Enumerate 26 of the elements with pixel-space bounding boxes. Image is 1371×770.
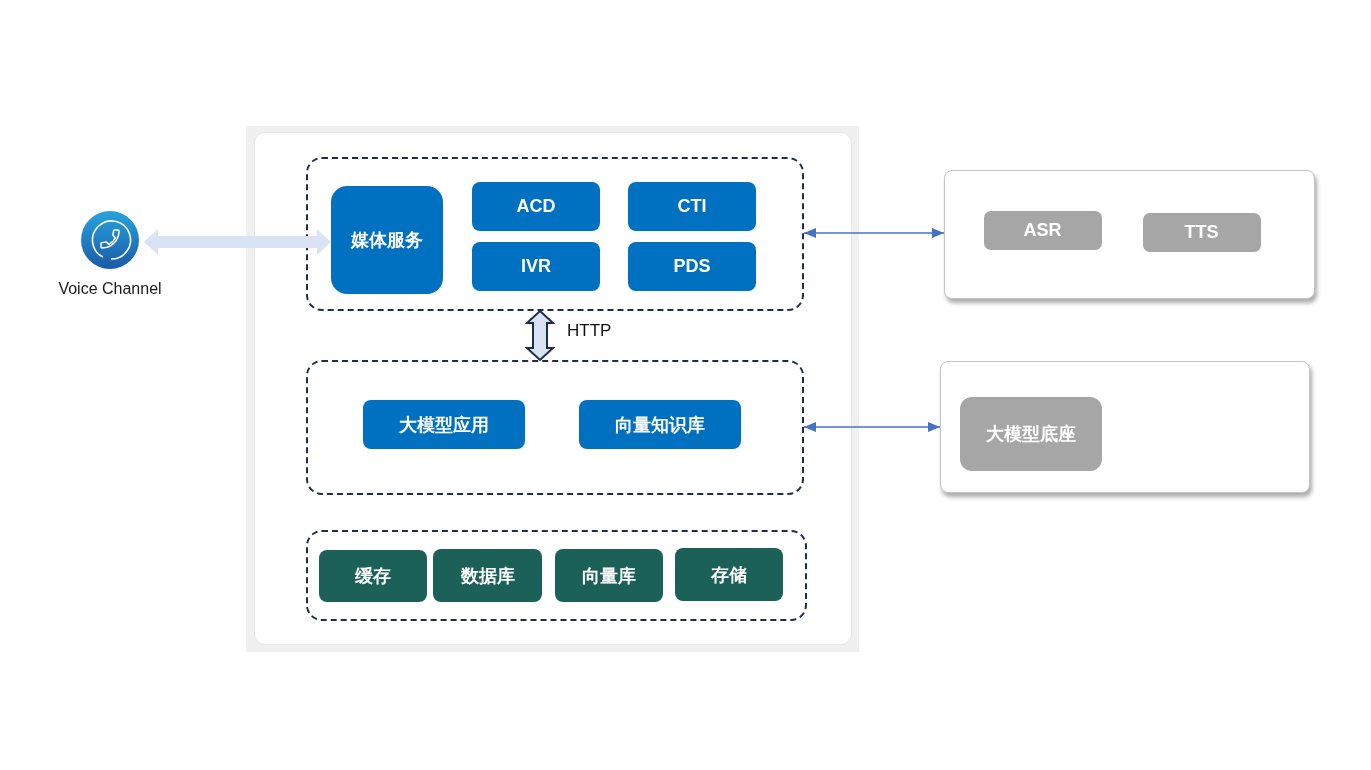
- arrow: [803, 422, 941, 432]
- module-box: ACD: [472, 182, 600, 231]
- storage-box: 向量库: [555, 549, 663, 602]
- storage-box: 缓存: [319, 550, 427, 602]
- module-box: 大模型应用: [363, 400, 525, 449]
- card: [944, 170, 1315, 299]
- arrow: [803, 228, 945, 238]
- module-box: CTI: [628, 182, 756, 231]
- engine-box: ASR: [983, 210, 1102, 250]
- module-box: 媒体服务: [331, 186, 443, 294]
- card: [940, 361, 1310, 493]
- block-arrow: [144, 229, 331, 255]
- icon-caption: Voice Channel: [57, 280, 163, 298]
- engine-box: TTS: [1142, 212, 1261, 252]
- block-arrow: [524, 309, 556, 362]
- dashed-group: [306, 530, 807, 621]
- storage-box: 存储: [675, 548, 783, 601]
- engine-box: 大模型底座: [959, 396, 1102, 471]
- dashed-group: [306, 360, 804, 495]
- dashed-group: [306, 157, 804, 311]
- phone-icon: [81, 211, 139, 269]
- module-box: 向量知识库: [579, 400, 741, 449]
- panel: [246, 126, 859, 652]
- module-box: PDS: [628, 242, 756, 291]
- module-box: IVR: [472, 242, 600, 291]
- storage-box: 数据库: [433, 549, 542, 602]
